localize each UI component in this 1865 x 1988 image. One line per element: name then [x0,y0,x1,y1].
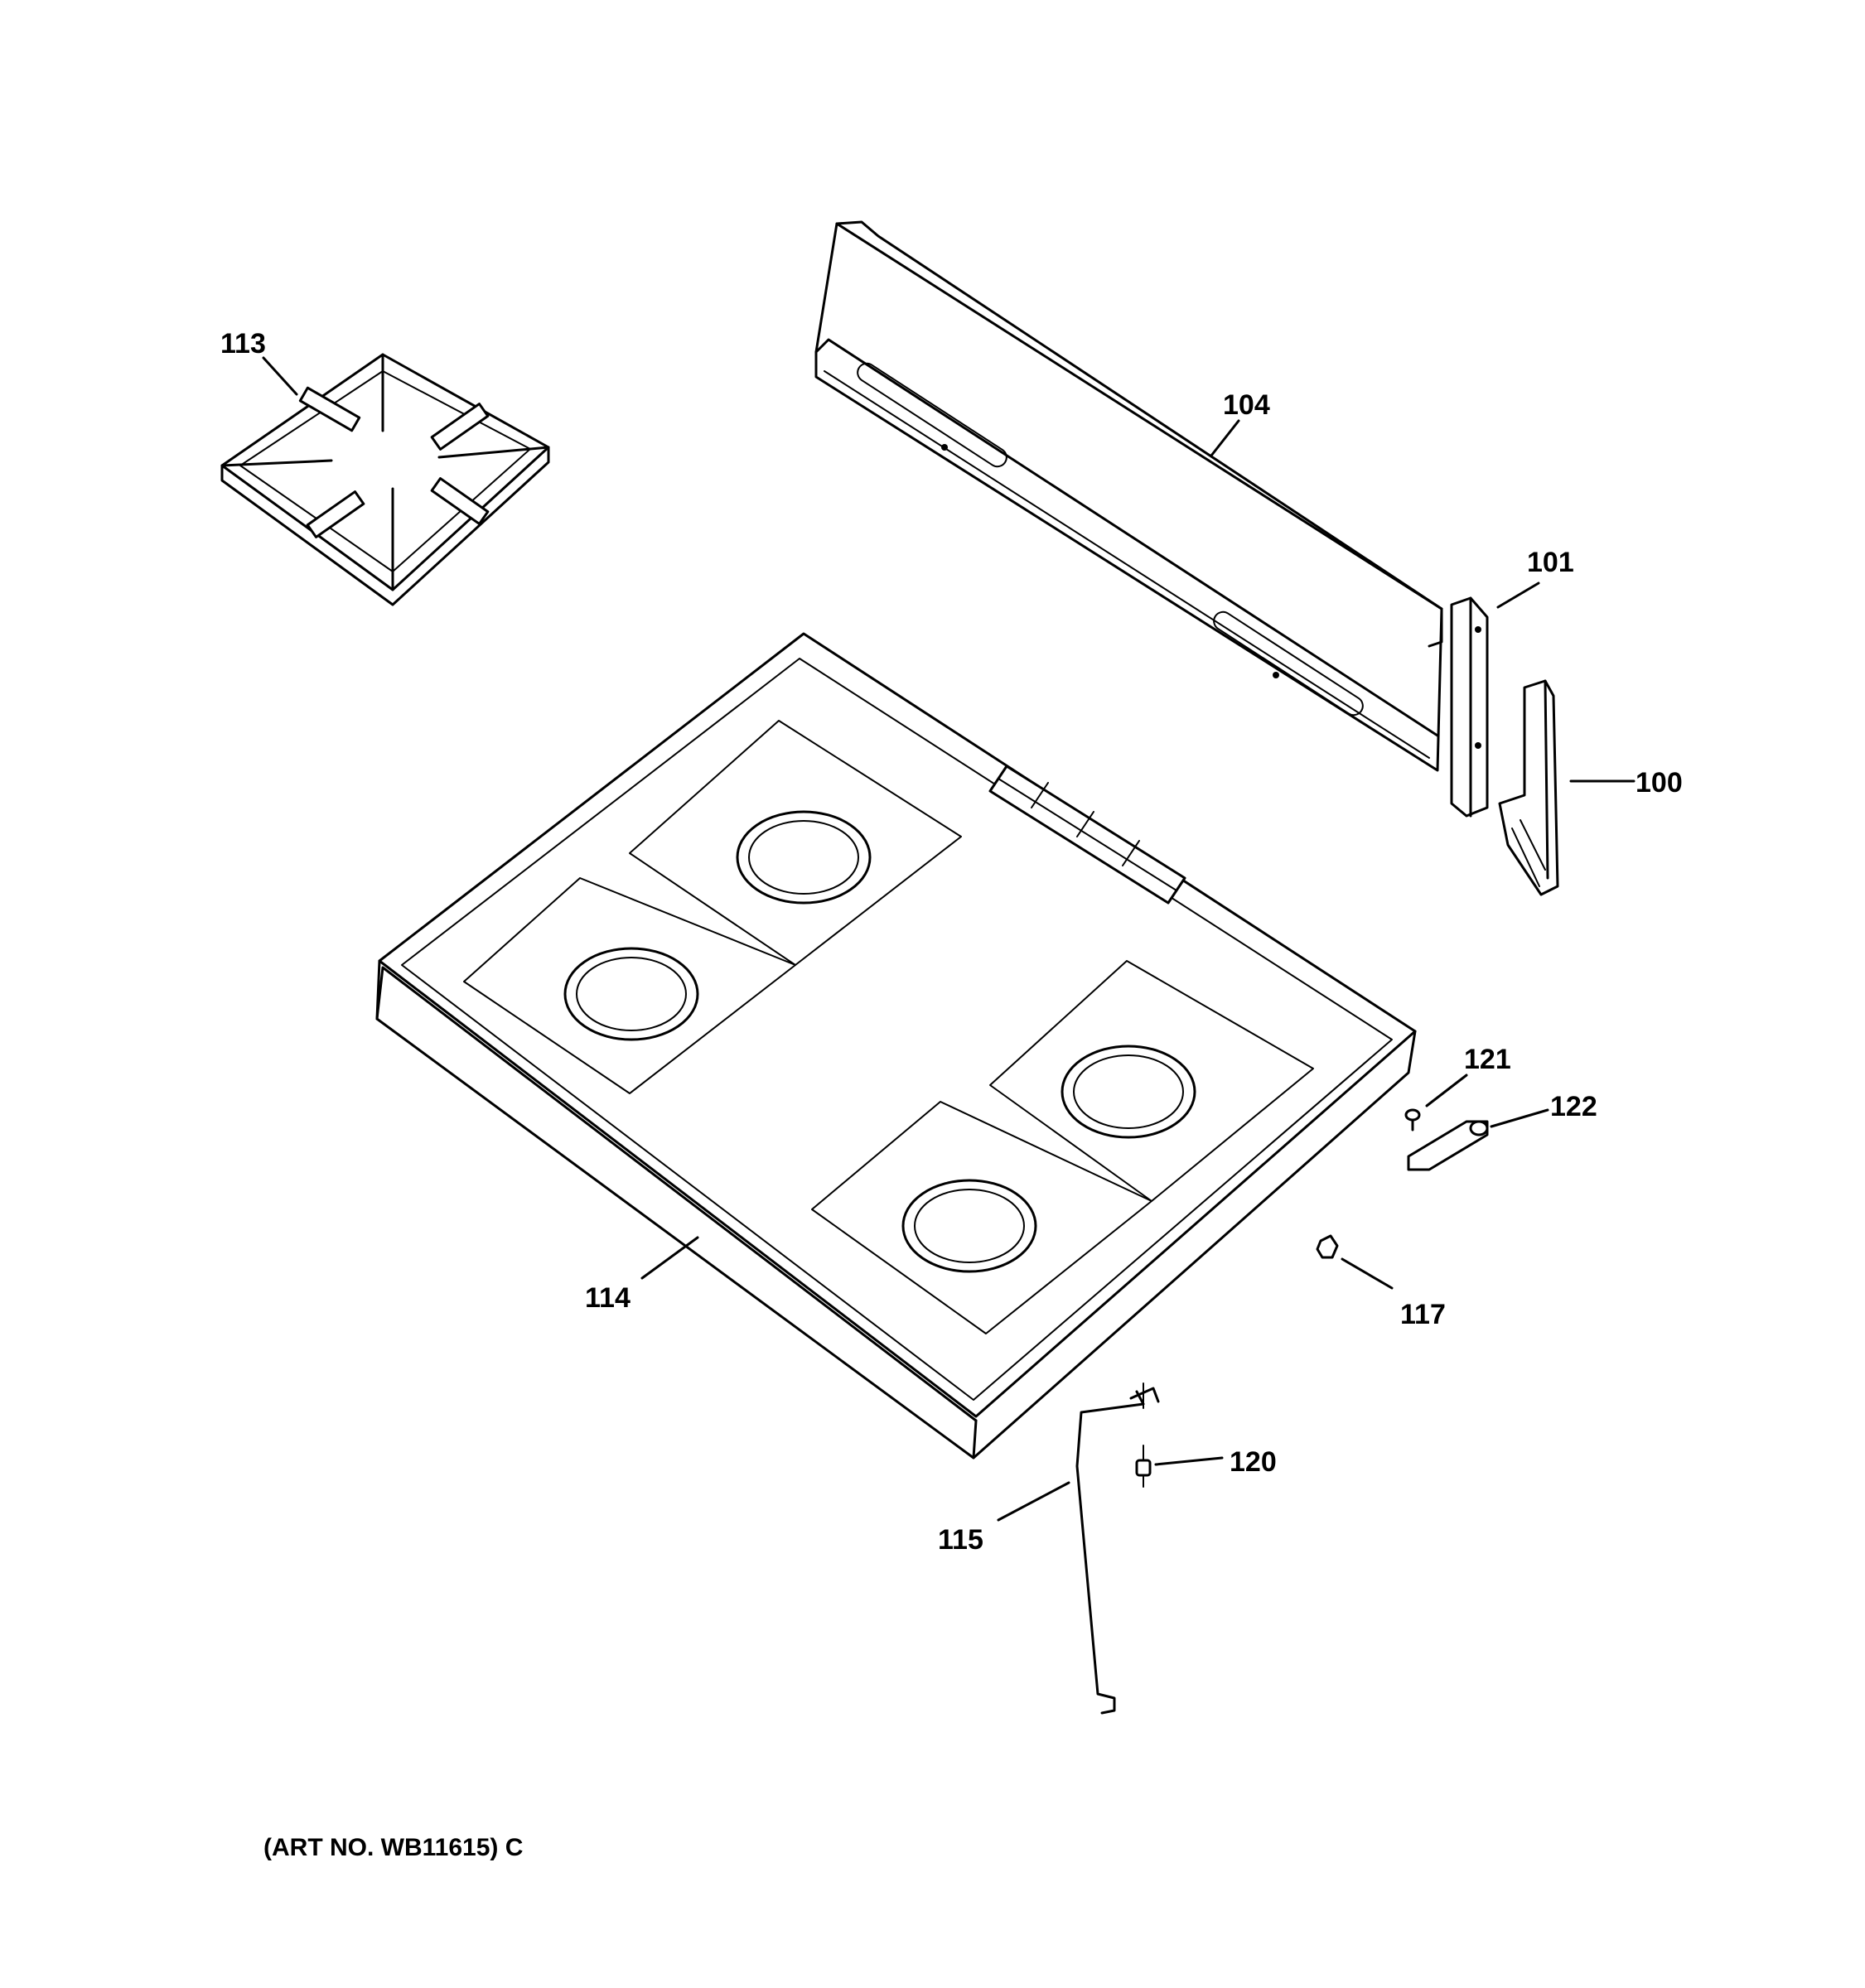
callout-100: 100 [1635,767,1683,799]
end-cap-100[interactable] [1498,679,1559,896]
leader-lines [262,356,1635,1522]
callout-117: 117 [1400,1299,1446,1330]
rod-115[interactable] [1075,1382,1160,1715]
callout-120: 120 [1230,1446,1277,1478]
cooktop-114[interactable] [375,632,1417,1460]
callout-115: 115 [938,1524,983,1556]
burner-grate-113[interactable] [220,353,550,606]
screw-121[interactable] [1404,1108,1421,1132]
nut-117[interactable] [1316,1234,1339,1259]
backsplash-104[interactable] [814,220,1443,772]
fastener-120[interactable] [1135,1445,1152,1488]
callout-121: 121 [1464,1044,1511,1075]
callout-labels: 113 104 101 100 121 122 117 114 120 115 [220,328,1683,1556]
end-bracket-101[interactable] [1450,596,1489,818]
callout-113: 113 [220,328,266,359]
art-number: (ART NO. WB11615) C [263,1834,524,1861]
callout-101: 101 [1527,547,1574,578]
bracket-122[interactable] [1407,1120,1489,1171]
callout-122: 122 [1550,1091,1597,1122]
callout-114: 114 [585,1282,631,1314]
callout-104: 104 [1223,389,1270,421]
